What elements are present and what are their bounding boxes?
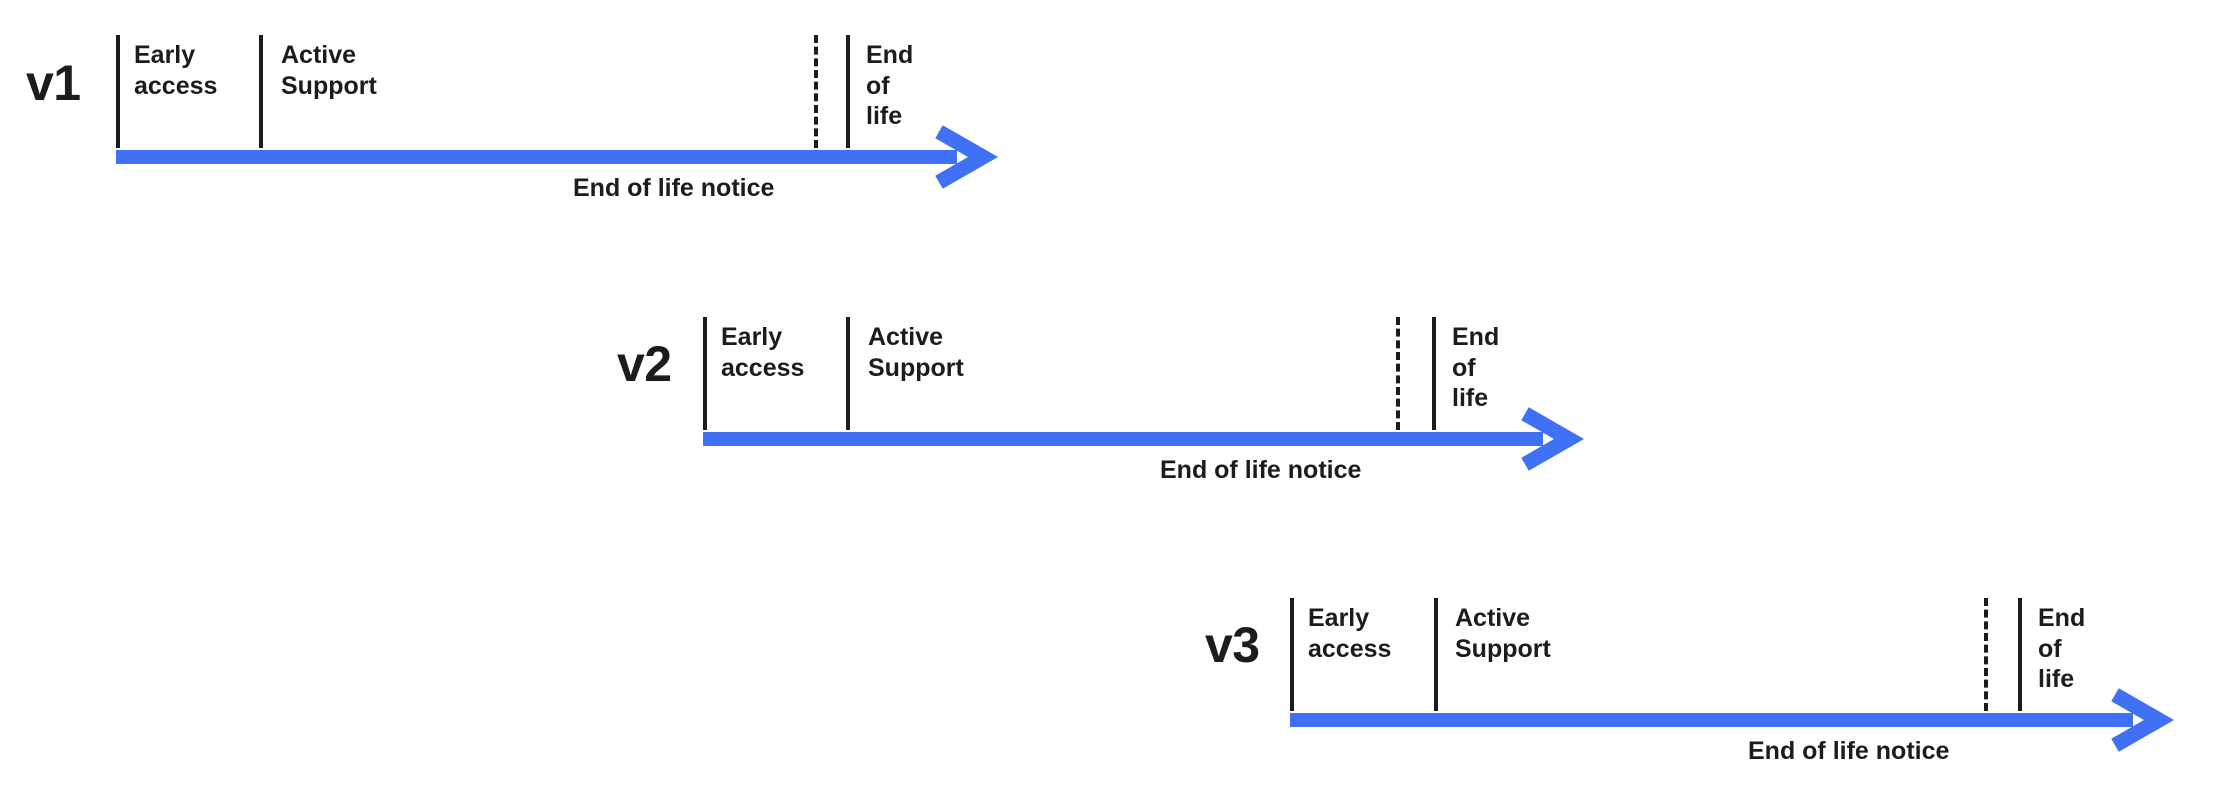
end-of-life-notice-label: End of life notice: [1160, 456, 1362, 484]
timeline-arrow-shaft: [116, 150, 957, 164]
phase-divider-1: [703, 317, 707, 430]
phase-label-end-of-life: End of life: [2038, 604, 2086, 693]
phase-label-end-of-life: End of life: [866, 41, 914, 130]
phase-label-end-of-life: End of life: [1452, 323, 1500, 412]
phase-divider-2: [1434, 598, 1438, 711]
phase-label-early-access: Early access: [134, 41, 218, 100]
phase-divider-2: [259, 35, 263, 148]
end-of-life-divider: [1432, 317, 1436, 430]
phase-label-early-access: Early access: [721, 323, 805, 382]
phase-label-active-support: Active Support: [1455, 604, 1551, 663]
timeline-arrow-head-icon: [935, 125, 999, 189]
end-of-life-notice-marker: [1984, 598, 1988, 711]
version-label-v2: v2: [617, 336, 672, 392]
phase-label-active-support: Active Support: [868, 323, 964, 382]
end-of-life-notice-label: End of life notice: [1748, 737, 1950, 765]
timeline-arrow-shaft: [1290, 713, 2133, 727]
end-of-life-notice-marker: [814, 35, 818, 148]
version-label-v3: v3: [1205, 617, 1260, 673]
end-of-life-notice-label: End of life notice: [573, 174, 775, 202]
phase-divider-1: [1290, 598, 1294, 711]
phase-divider-2: [846, 317, 850, 430]
phase-divider-1: [116, 35, 120, 148]
phase-label-early-access: Early access: [1308, 604, 1392, 663]
version-label-v1: v1: [26, 55, 81, 111]
timeline-arrow-head-icon: [1521, 407, 1585, 471]
timeline-arrow-head-icon: [2111, 688, 2175, 752]
phase-label-active-support: Active Support: [281, 41, 377, 100]
end-of-life-divider: [2018, 598, 2022, 711]
end-of-life-divider: [846, 35, 850, 148]
end-of-life-notice-marker: [1396, 317, 1400, 430]
timeline-arrow-shaft: [703, 432, 1543, 446]
